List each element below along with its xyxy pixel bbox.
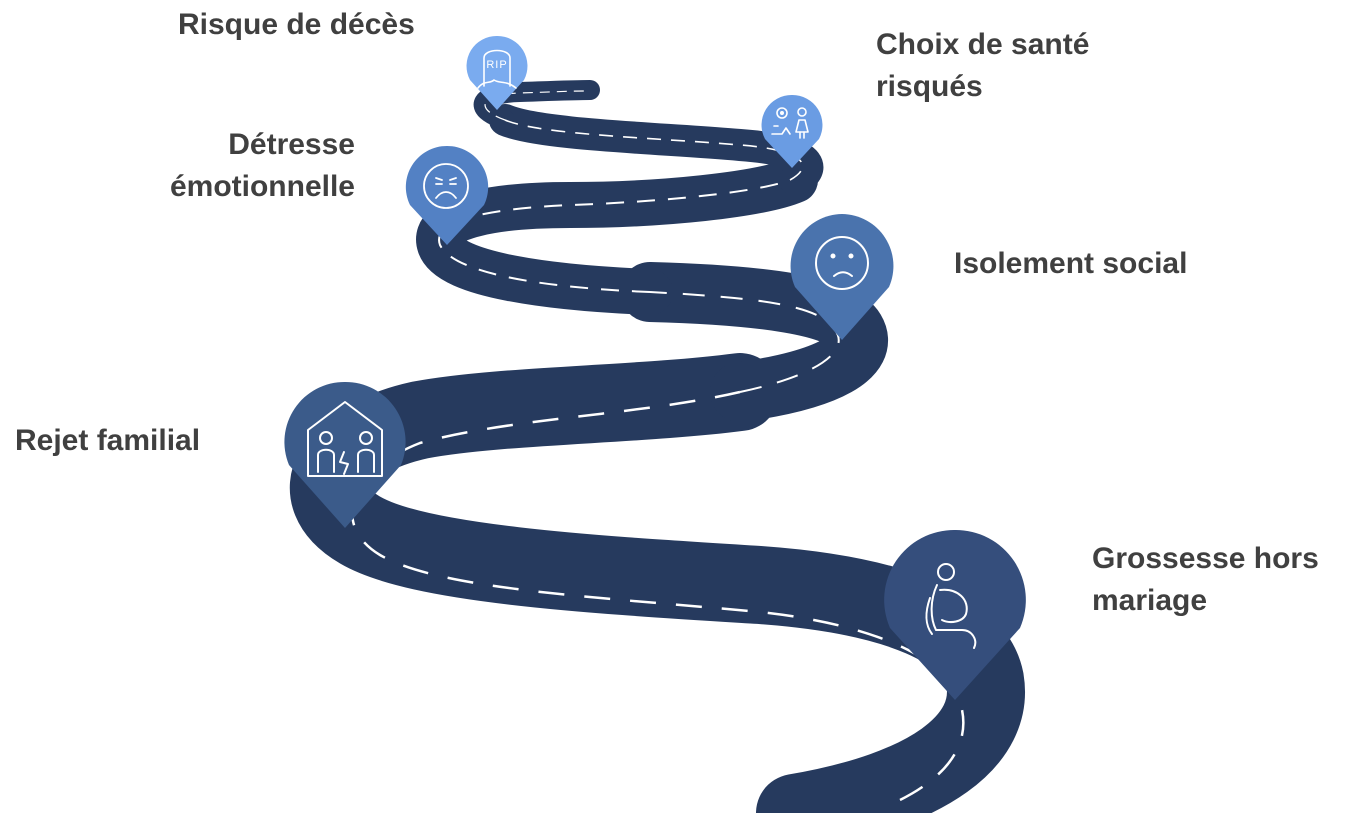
label-line: mariage bbox=[1092, 584, 1208, 617]
label-deces: Risque de décès bbox=[178, 4, 415, 46]
pin-shape bbox=[466, 35, 528, 110]
label-detresse: Détresse émotionnelle bbox=[170, 124, 355, 208]
marker-detresse[interactable] bbox=[405, 145, 489, 245]
family-house-icon bbox=[307, 401, 383, 477]
marker-deces[interactable]: RIP bbox=[466, 35, 528, 110]
label-line: Risque de décès bbox=[178, 8, 415, 41]
pin-shape bbox=[405, 145, 489, 245]
label-line: Grossesse hors bbox=[1092, 542, 1319, 575]
dash-line-5 bbox=[484, 90, 586, 121]
pregnant-person-icon bbox=[925, 563, 977, 649]
road-segment-2 bbox=[620, 262, 888, 422]
doctor-patient-icon bbox=[771, 107, 809, 139]
road-segment-4 bbox=[489, 104, 824, 196]
label-line: Détresse bbox=[228, 128, 355, 161]
label-rejet: Rejet familial bbox=[15, 420, 200, 462]
marker-rejet[interactable] bbox=[284, 381, 406, 528]
tombstone-rip-icon: RIP bbox=[477, 49, 517, 89]
label-line: risqués bbox=[876, 70, 983, 103]
marker-isolement[interactable] bbox=[790, 214, 894, 340]
pin-shape bbox=[284, 381, 406, 528]
label-line: Rejet familial bbox=[15, 424, 201, 457]
distressed-face-icon bbox=[423, 163, 469, 209]
marker-grossesse[interactable] bbox=[884, 529, 1026, 700]
pin-shape bbox=[790, 214, 894, 340]
label-isolement: Isolement social bbox=[954, 243, 1187, 285]
road-segment-5 bbox=[473, 80, 600, 130]
sad-face-icon bbox=[815, 236, 869, 290]
marker-choix[interactable] bbox=[761, 94, 823, 168]
label-choix: Choix de santé risqués bbox=[876, 24, 1089, 108]
label-line: émotionnelle bbox=[169, 170, 355, 203]
label-line: Choix de santé bbox=[876, 28, 1090, 61]
road-segment-1 bbox=[289, 353, 1025, 813]
pin-shape bbox=[884, 529, 1026, 700]
tombstone-text: RIP bbox=[486, 59, 507, 71]
label-line: Isolement social bbox=[954, 247, 1188, 280]
label-grossesse: Grossesse hors mariage bbox=[1092, 538, 1319, 622]
